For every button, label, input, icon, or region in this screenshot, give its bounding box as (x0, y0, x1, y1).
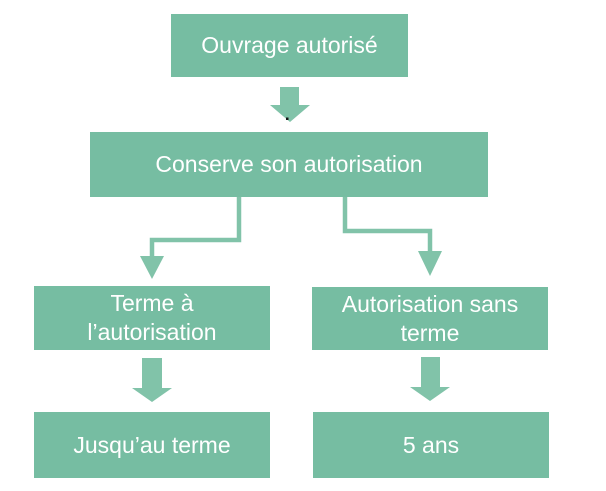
node-label: Jusqu’au terme (73, 431, 231, 458)
arrow-down-icon (410, 357, 450, 401)
node-label: Autorisation sans terme (341, 290, 519, 346)
arrowhead-down-icon (140, 256, 164, 279)
elbow-connector-right (342, 197, 433, 252)
arrowhead-down-icon (418, 251, 442, 276)
stray-dot (286, 117, 289, 120)
arrow-down-icon (132, 358, 172, 402)
node-autorisation-sans-terme: Autorisation sans terme (312, 287, 548, 350)
node-jusqu-au-terme: Jusqu’au terme (34, 412, 270, 478)
node-terme-a-l-autorisation: Terme à l’autorisation (34, 286, 270, 350)
node-label: Ouvrage autorisé (201, 32, 378, 58)
node-label: Conserve son autorisation (155, 151, 423, 177)
node-ouvrage-autorise: Ouvrage autorisé (171, 14, 408, 77)
node-label: 5 ans (402, 431, 460, 458)
node-label: Terme à l’autorisation (87, 290, 217, 345)
node-5-ans: 5 ans (313, 412, 549, 478)
elbow-connector-left (149, 197, 242, 258)
arrow-down-icon (270, 87, 310, 122)
node-conserve-son-autorisation: Conserve son autorisation (90, 132, 488, 197)
